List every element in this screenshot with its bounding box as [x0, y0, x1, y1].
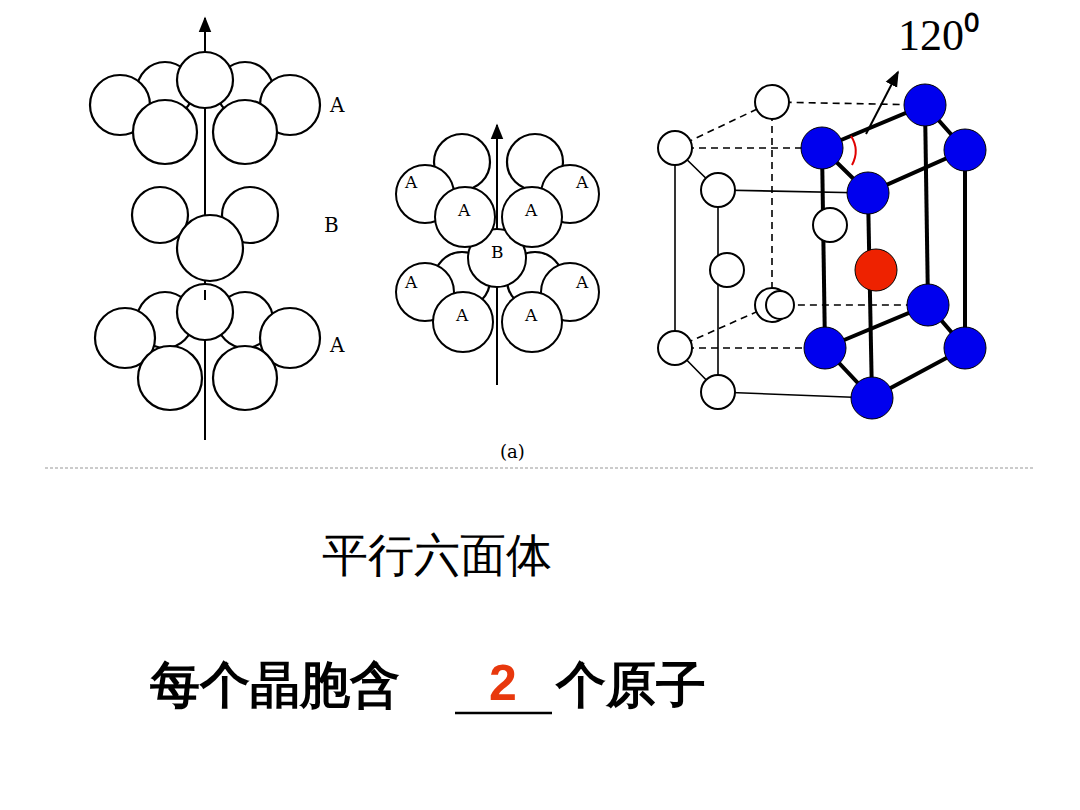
answer-number: 2	[489, 658, 517, 708]
sphere-node: A	[432, 291, 494, 353]
layer-label: A	[330, 335, 344, 355]
layer-letter: A	[525, 307, 537, 324]
layer-letter: B	[491, 244, 504, 261]
figure-label: (a)	[500, 443, 525, 461]
layer-letter: A	[405, 174, 417, 191]
sphere-node: A	[501, 186, 563, 248]
caption-text: 平行六面体	[322, 532, 552, 578]
layer-letter: A	[458, 202, 470, 219]
layer-label: B	[324, 215, 339, 235]
statement-text: 个原子	[556, 660, 706, 710]
layer-letter: A	[576, 274, 588, 291]
layer-letter: A	[456, 307, 468, 324]
layer-letter: A	[405, 274, 417, 291]
statement-text: 每个晶胞含	[150, 660, 400, 710]
sphere-node: A	[434, 186, 496, 248]
layer-letter: A	[525, 202, 537, 219]
angle-label: 120⁰	[898, 14, 979, 58]
layer-label: A	[330, 95, 344, 115]
sphere-node: A	[501, 291, 563, 353]
layer-letter: A	[576, 174, 588, 191]
